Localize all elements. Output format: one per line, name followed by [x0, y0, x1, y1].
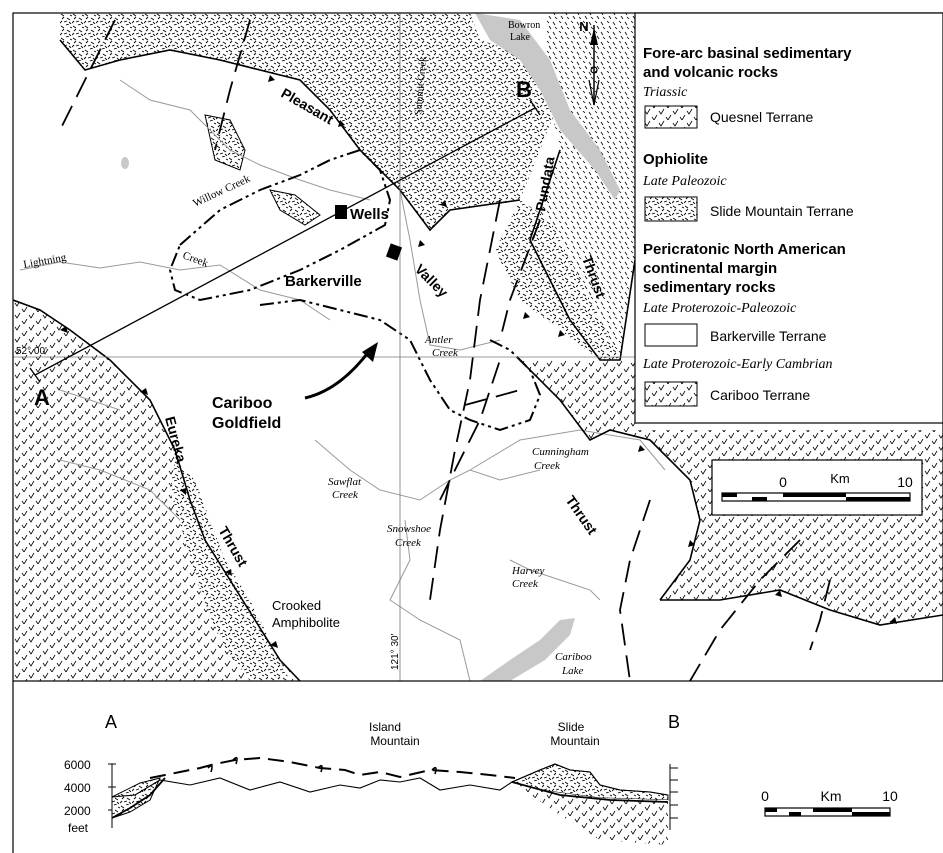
crooked-label-2: Amphibolite [272, 615, 340, 630]
wells-marker [335, 205, 347, 219]
legend-swatch-slide [644, 196, 698, 222]
crooked-label-1: Crooked [272, 598, 321, 613]
legend-unit-quesnel: Quesnel Terrane [710, 109, 813, 125]
section-end-b: B [668, 712, 680, 732]
legend-heading-2: Ophiolite [643, 151, 708, 168]
legend-heading-3a: Pericratonic North American [643, 241, 846, 258]
section-topography [111, 763, 669, 798]
sawflat-label-2: Creek [332, 489, 359, 501]
harvey-label-1: Harvey [511, 565, 544, 577]
bowron-label-2: Lake [510, 32, 531, 43]
legend-heading-1b: and volcanic rocks [643, 64, 778, 81]
cunningham-label-1: Cunningham [532, 446, 589, 458]
legend-age-2: Late Paleozoic [642, 174, 727, 189]
island-mountain-2: Mountain [370, 734, 419, 748]
section-dashed-fold [149, 756, 516, 779]
y-tick-4000: 4000 [64, 781, 91, 795]
legend-heading-1a: Fore-arc basinal sedimentary [643, 45, 852, 62]
section-scale-zero: 0 [761, 788, 769, 804]
longitude-label: 121° 30' [390, 633, 401, 670]
section-tick-a [29, 367, 41, 383]
legend-age-4: Late Proterozoic-Early Cambrian [642, 357, 833, 372]
legend-swatch-cariboo [644, 381, 698, 407]
section-b-label: B [516, 77, 532, 102]
legend-heading-3c: sedimentary rocks [643, 279, 776, 296]
creeks [19, 79, 666, 681]
barkerville-marker [385, 243, 403, 261]
sawflat-label-1: Sawflat [328, 476, 362, 488]
wells-label: Wells [350, 206, 389, 223]
slide-mountain-pundata [495, 200, 620, 360]
slide-mountain-terrane-north [60, 13, 560, 230]
goldfield-arrow [304, 349, 372, 400]
legend-swatch-barkerville [644, 323, 698, 347]
cross-section-panel: A B Island Mountain Slide Mountain 6000 … [12, 681, 898, 853]
bowron-label-1: Bowron [508, 20, 540, 31]
harvey-label-2: Creek [512, 578, 539, 590]
map-frame [12, 12, 943, 682]
slide-mountain-sliver-2 [269, 189, 321, 226]
goldfield-label-2: Goldfield [212, 415, 281, 432]
slide-mountain-1: Slide [558, 720, 585, 734]
barkerville-label: Barkerville [285, 273, 362, 290]
small-lake [121, 157, 129, 169]
legend-unit-barkerville: Barkerville Terrane [710, 328, 827, 344]
snowshoe-label-2: Creek [395, 537, 422, 549]
section-tick-b [529, 99, 541, 116]
goldfield-arrowhead [362, 342, 378, 362]
map-scale-unit: Km [830, 471, 850, 486]
section-scale-unit: Km [821, 788, 842, 804]
legend-age-1: Triassic [643, 85, 688, 100]
section-scale-max: 10 [882, 788, 898, 804]
legend-unit-cariboo: Cariboo Terrane [710, 387, 810, 403]
y-tick-6000: 6000 [64, 758, 91, 772]
section-line-ab [34, 107, 536, 376]
legend: Fore-arc basinal sedimentary and volcani… [634, 12, 943, 424]
north-arrow: N [579, 19, 600, 106]
section-a-label: A [34, 385, 50, 410]
cariboo-lake-label-1: Cariboo [555, 651, 592, 663]
map-scale-zero: 0 [779, 474, 787, 490]
slide-mountain-sliver-1 [204, 114, 246, 171]
section-thrust [511, 781, 669, 803]
map-scale-max: 10 [897, 474, 913, 490]
goldfield-label-1: Cariboo [212, 395, 273, 412]
thrust-teeth [60, 75, 897, 648]
legend-heading-3b: continental margin [643, 260, 777, 277]
legend-unit-slide: Slide Mountain Terrane [710, 203, 854, 219]
section-cariboo-right [512, 782, 668, 845]
north-label: N [579, 19, 588, 34]
antler-label-1: Antler [424, 334, 453, 346]
cariboo-goldfield-boundary [168, 148, 542, 432]
section-end-a: A [105, 712, 117, 732]
cariboo-lake [480, 618, 575, 681]
antler-label-2: Creek [432, 347, 459, 359]
snowshoe-label-1: Snowshoe [387, 523, 431, 535]
y-unit: feet [68, 821, 89, 835]
cunningham-label-2: Creek [534, 460, 561, 472]
cariboo-lake-label-2: Lake [561, 665, 584, 677]
contacts [13, 39, 943, 681]
summit-creek-label: Summit Creek [413, 56, 429, 115]
bowron-lake [475, 13, 620, 200]
y-tick-2000: 2000 [64, 804, 91, 818]
legend-age-3: Late Proterozoic-Paleozoic [642, 301, 797, 316]
legend-swatch-quesnel [644, 105, 698, 129]
dashed-faults [59, 19, 831, 681]
island-mountain-1: Island [369, 720, 401, 734]
map-scale-bar: 0 Km 10 [711, 459, 923, 516]
slide-mountain-2: Mountain [550, 734, 599, 748]
latitude-label: 52° 00' [16, 346, 47, 357]
